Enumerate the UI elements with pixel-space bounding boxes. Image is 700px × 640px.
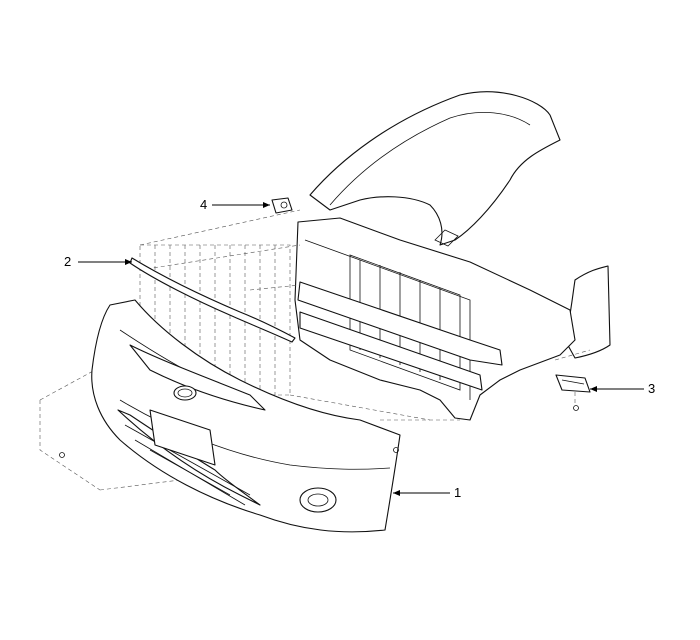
front-fender <box>309 91 561 247</box>
side-bracket <box>555 374 591 393</box>
front-molding-strip <box>129 257 296 343</box>
bumper-beam <box>297 281 503 391</box>
alignment-lines <box>39 209 591 491</box>
callout-3: 3 <box>648 381 656 396</box>
bracket-clip-upper <box>271 197 293 214</box>
callout-4: 4 <box>200 197 208 212</box>
callout-2: 2 <box>64 254 72 269</box>
callout-leaders <box>78 202 644 496</box>
right-fender-apron <box>564 265 611 359</box>
callout-1: 1 <box>454 485 462 500</box>
radiator-support-frame <box>294 217 576 421</box>
front-bumper-cover <box>91 299 401 533</box>
fasteners <box>59 405 579 458</box>
